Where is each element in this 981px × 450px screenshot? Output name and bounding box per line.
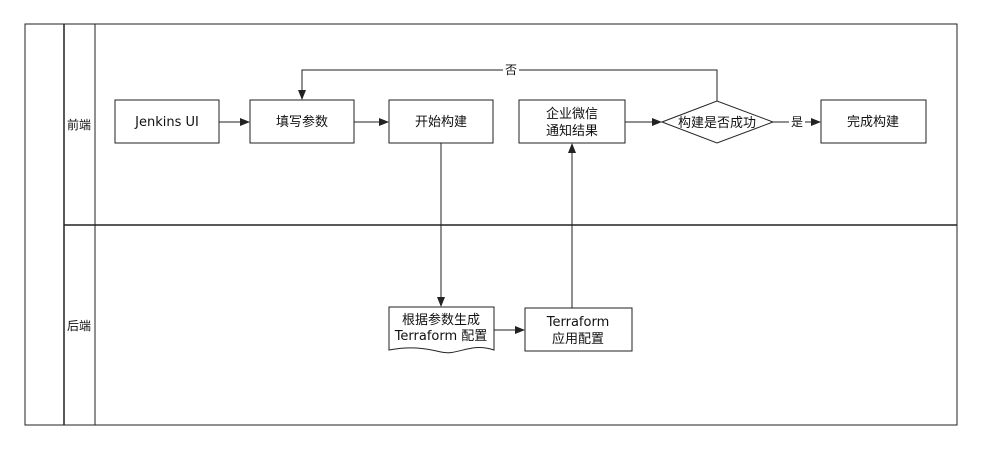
edge-no-label: 否 (505, 63, 517, 77)
node-start-build[interactable]: 开始构建 (388, 99, 494, 144)
node-wechat-notify-label-2: 通知结果 (546, 123, 598, 139)
node-gen-terraform-label-2: Terraform 配置 (394, 329, 488, 344)
node-fill-params[interactable]: 填写参数 (249, 99, 355, 144)
node-build-done-label: 完成构建 (847, 115, 899, 130)
edge-yes-label-bg (789, 114, 805, 129)
node-fill-params-label: 填写参数 (276, 114, 328, 130)
pool-frame (24, 23, 958, 426)
node-build-done[interactable]: 完成构建 (820, 99, 927, 144)
lane-label-backend: 后端 (67, 319, 91, 333)
node-jenkins-ui[interactable]: Jenkins UI (114, 99, 220, 144)
node-apply-terraform[interactable]: Terraform 应用配置 (524, 307, 633, 352)
node-gen-terraform-document[interactable]: 根据参数生成 Terraform 配置 (388, 306, 495, 354)
node-jenkins-ui-label: Jenkins UI (134, 115, 199, 130)
lane-label-frontend: 前端 (67, 117, 91, 132)
node-build-success-label: 构建是否成功 (678, 116, 756, 131)
node-wechat-notify[interactable]: 企业微信 通知结果 (518, 99, 626, 144)
node-build-success-decision[interactable]: 构建是否成功 (660, 100, 775, 144)
edge-no-label-bg (503, 62, 519, 77)
node-apply-terraform-label-2: 应用配置 (552, 331, 604, 347)
node-gen-terraform-label-1: 根据参数生成 (402, 312, 480, 328)
edge-yes-label: 是 (791, 115, 803, 129)
node-start-build-label: 开始构建 (415, 115, 467, 130)
node-wechat-notify-label-1: 企业微信 (546, 106, 598, 122)
node-apply-terraform-label-1: Terraform (546, 315, 609, 330)
